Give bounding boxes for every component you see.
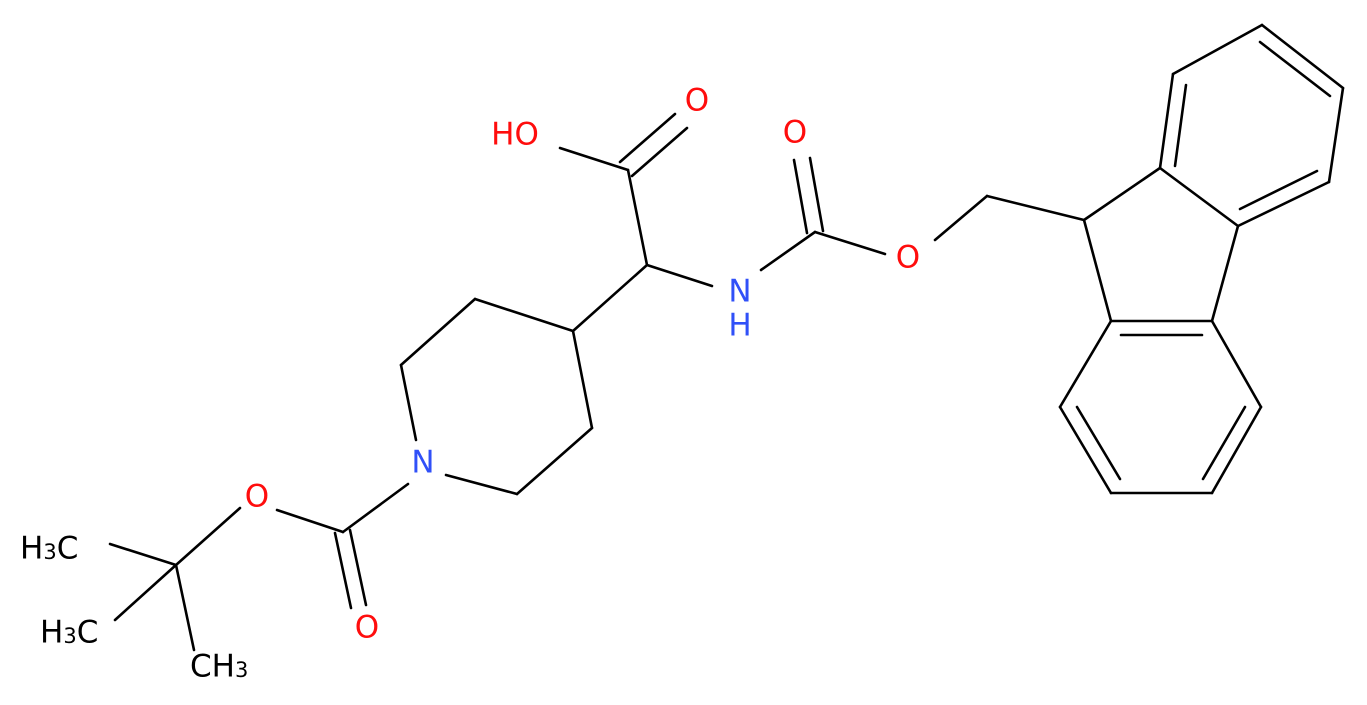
bond-ring-5 bbox=[515, 426, 594, 496]
bond-acid-alpha bbox=[626, 168, 649, 267]
methyl-bottom-label: CH3 bbox=[190, 649, 248, 685]
bond-ub-4 bbox=[1327, 86, 1345, 184]
methyl-top-label: H3C bbox=[20, 531, 78, 567]
boc-ester-oxygen: O bbox=[245, 479, 269, 515]
bond-boc-double-a bbox=[333, 531, 353, 610]
bond-ub-3 bbox=[1260, 23, 1345, 90]
bond-c9-upper bbox=[1082, 166, 1162, 222]
bond-lb-2 bbox=[1210, 319, 1263, 409]
bond-ch2-c9 bbox=[985, 194, 1086, 222]
bond-c-o-double-b bbox=[630, 126, 689, 178]
bond-ring-3 bbox=[399, 363, 418, 442]
ring-nitrogen: N bbox=[411, 445, 434, 481]
bond-c-o-double-a bbox=[618, 112, 677, 164]
amine-nitrogen: N bbox=[728, 274, 751, 310]
bond-tbu-ch3-top bbox=[108, 542, 178, 567]
fmoc-carbonyl-oxygen: O bbox=[783, 115, 807, 151]
bond-ub-5-inner bbox=[1238, 169, 1319, 211]
bond-ub-3-inner bbox=[1258, 40, 1332, 98]
bonds bbox=[108, 23, 1345, 652]
bond-n-boc-carbon bbox=[341, 482, 410, 534]
methyl-mid-label: H3C bbox=[40, 615, 98, 651]
bond-lb-3 bbox=[1210, 405, 1263, 495]
bond-lb-5-inner bbox=[1075, 405, 1122, 481]
acid-carbonyl-oxygen: O bbox=[685, 83, 709, 119]
bond-fmoc-double-b bbox=[808, 156, 825, 233]
bond-boc-carbon-o bbox=[275, 508, 345, 534]
bond-lb-5 bbox=[1058, 405, 1113, 495]
bond-ub-1 bbox=[1158, 72, 1175, 170]
bond-ub-1-inner bbox=[1173, 83, 1188, 168]
bond-carbonyl-oester bbox=[813, 230, 887, 256]
bond-ring-4 bbox=[444, 473, 519, 496]
bond-boc-double-b bbox=[348, 528, 368, 607]
bond-ub-5 bbox=[1236, 180, 1331, 228]
bond-oester-ch2 bbox=[933, 194, 989, 242]
bond-tbu-ch3-bottom bbox=[174, 563, 196, 652]
bond-alpha-nh bbox=[645, 263, 714, 288]
fmoc-ester-oxygen: O bbox=[896, 240, 920, 276]
bond-ring-junction bbox=[1210, 224, 1240, 323]
boc-carbonyl-oxygen: O bbox=[355, 610, 379, 646]
atom-labels: HO O O O N H N O O H3C H3C CH3 bbox=[20, 83, 920, 685]
bond-nh-carbonyl bbox=[759, 230, 817, 272]
hydroxyl-label: HO bbox=[491, 117, 539, 153]
amine-hydrogen: H bbox=[728, 308, 751, 344]
bond-c9-lower bbox=[1082, 218, 1113, 323]
bond-ub-6 bbox=[1158, 166, 1240, 228]
bond-lb-6 bbox=[1058, 319, 1113, 409]
bond-ring-6 bbox=[571, 329, 594, 430]
bond-ub-2 bbox=[1171, 23, 1264, 76]
bond-lb-3-inner bbox=[1201, 405, 1247, 481]
bond-oh-c bbox=[558, 146, 630, 172]
bond-ring-2 bbox=[399, 297, 477, 367]
bond-alpha-ring bbox=[571, 263, 649, 333]
bond-o-tbu bbox=[174, 506, 242, 567]
bond-ring-1 bbox=[473, 297, 575, 333]
bond-tbu-ch3-mid bbox=[113, 563, 178, 622]
bond-fmoc-double-a bbox=[792, 158, 809, 235]
